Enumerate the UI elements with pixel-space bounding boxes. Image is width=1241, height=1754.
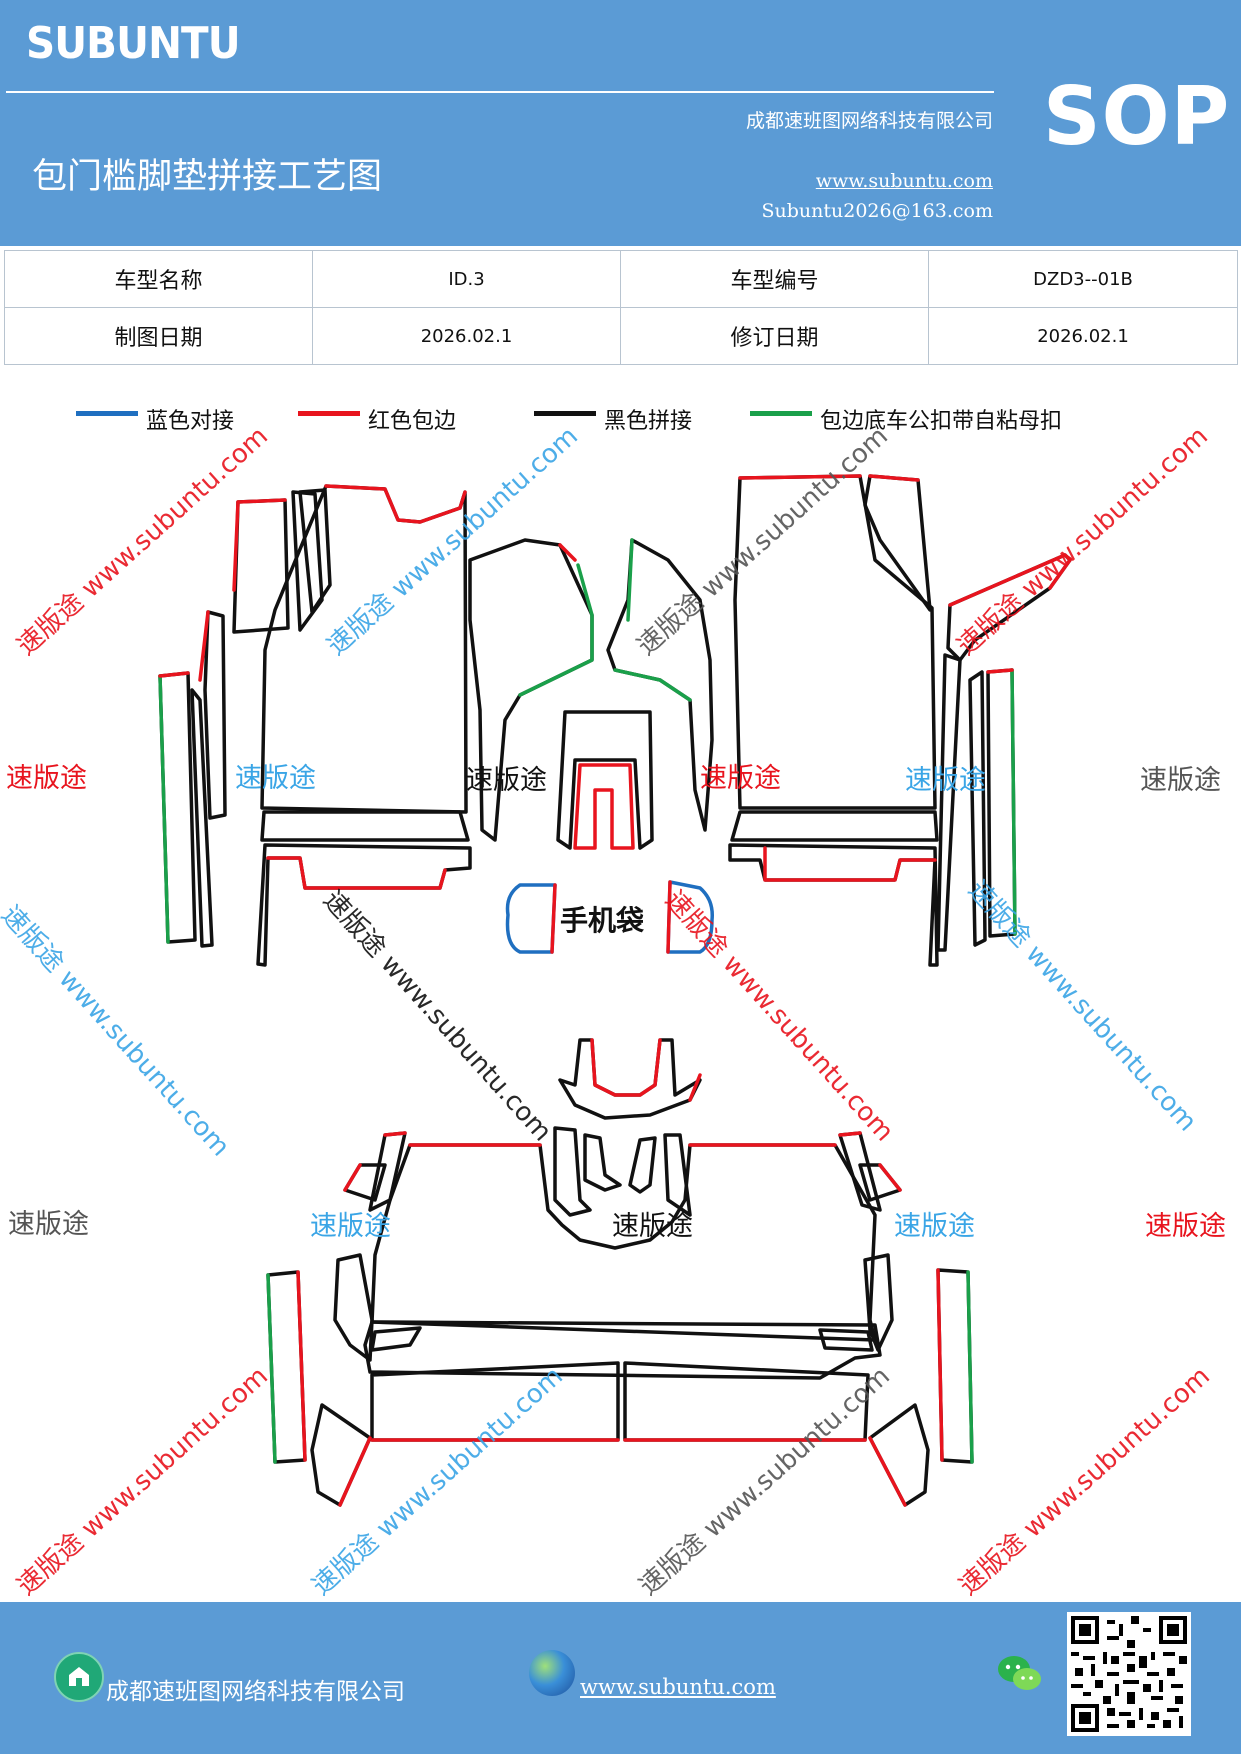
watermark: 速版途 <box>8 1209 89 1240</box>
watermark: 速版途 <box>700 763 781 794</box>
legend-swatch-green <box>750 410 812 416</box>
legend-item-black: 黑色拼接 <box>534 398 692 440</box>
draw-date-value: 2026.02.1 <box>312 307 621 365</box>
header-band <box>0 0 1241 246</box>
revise-date-label: 修订日期 <box>620 307 929 365</box>
wechat-icon[interactable] <box>996 1652 1044 1696</box>
revise-date-value: 2026.02.1 <box>928 307 1238 365</box>
legend-label: 红色包边 <box>368 409 457 434</box>
legend-label: 蓝色对接 <box>146 409 235 434</box>
globe-icon <box>529 1650 575 1696</box>
legend-swatch-blue <box>76 410 138 416</box>
legend-swatch-red <box>298 410 360 416</box>
brand-logo: SUBUNTU <box>26 18 241 69</box>
watermark: 速版途 <box>905 765 986 796</box>
page-title: 包门槛脚垫拼接工艺图 <box>32 157 383 197</box>
model-code-label: 车型编号 <box>620 250 929 308</box>
legend-label: 包边底车公扣带自粘母扣 <box>820 409 1063 434</box>
legend-item-blue: 蓝色对接 <box>76 398 234 440</box>
home-icon <box>54 1652 104 1702</box>
watermark: 速版途 <box>235 763 316 794</box>
footer-company: 成都速班图网络科技有限公司 <box>106 1679 405 1705</box>
model-name-value: ID.3 <box>312 250 621 308</box>
watermark: 速版途 <box>894 1211 975 1242</box>
legend-item-green: 包边底车公扣带自粘母扣 <box>750 398 1062 440</box>
company-name: 成都速班图网络科技有限公司 <box>745 110 993 132</box>
legend-label: 黑色拼接 <box>604 409 693 434</box>
info-table: 车型名称 ID.3 车型编号 DZD3--01B 制图日期 2026.02.1 … <box>4 250 1238 365</box>
sop-badge: SOP <box>1043 70 1231 163</box>
watermark: 速版途 <box>310 1211 391 1242</box>
qr-code <box>1067 1612 1191 1736</box>
watermark: 速版途 <box>612 1211 693 1242</box>
header-divider <box>6 91 994 93</box>
driver-mat-group <box>158 474 1072 967</box>
rear-mat-group <box>266 1038 974 1507</box>
header-url-link[interactable]: www.subuntu.com <box>815 170 993 192</box>
table-row: 制图日期 2026.02.1 修订日期 2026.02.1 <box>4 307 1238 365</box>
watermark: 速版途 <box>1145 1211 1226 1242</box>
draw-date-label: 制图日期 <box>4 307 313 365</box>
legend-swatch-black <box>534 410 596 416</box>
legend-item-red: 红色包边 <box>298 398 456 440</box>
watermark: 速版途 <box>1140 765 1221 796</box>
footer-url-link[interactable]: www.subuntu.com <box>580 1675 776 1699</box>
watermark: 速版途 <box>6 763 87 794</box>
header-email: Subuntu2026@163.com <box>761 200 993 222</box>
phone-bag-label: 手机袋 <box>560 904 645 937</box>
watermark: 速版途 <box>466 765 547 796</box>
model-name-label: 车型名称 <box>4 250 313 308</box>
